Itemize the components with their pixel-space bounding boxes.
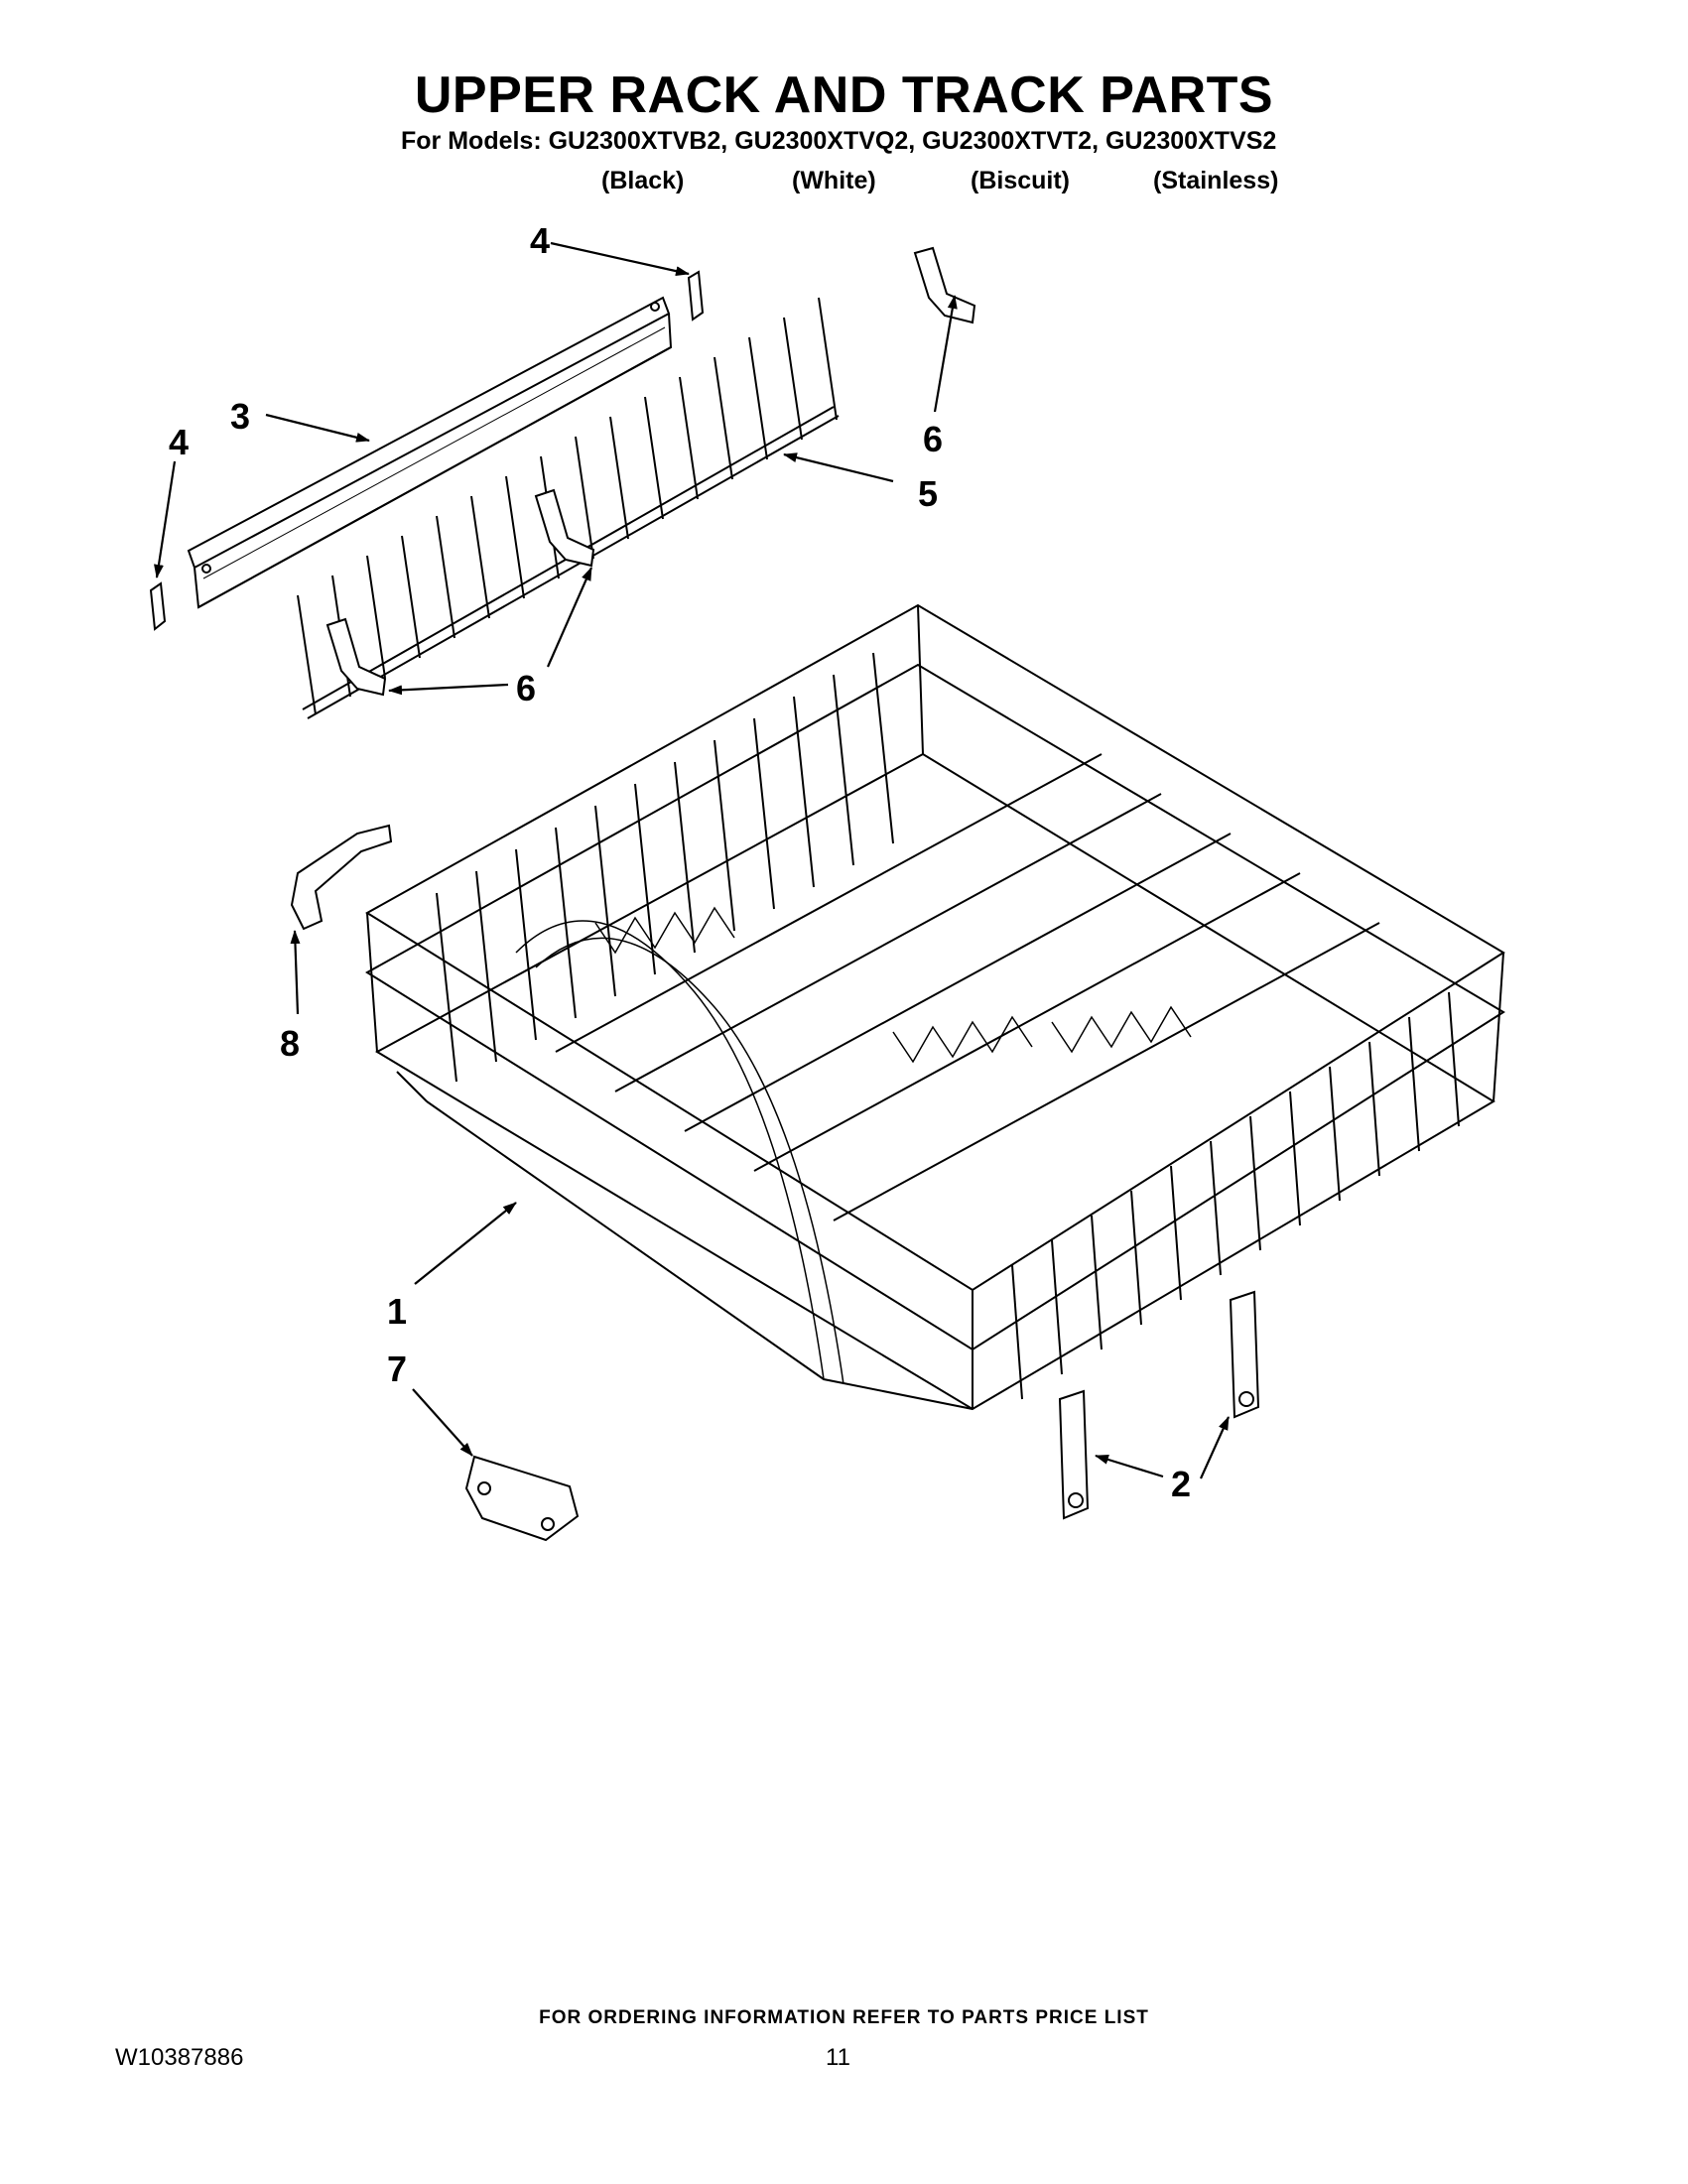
variant-black: (Black) bbox=[601, 167, 685, 194]
callout-2: 2 bbox=[1171, 1464, 1191, 1504]
callout-4-left: 4 bbox=[169, 422, 189, 462]
track-rail-part bbox=[187, 296, 673, 609]
ordering-note: FOR ORDERING INFORMATION REFER TO PARTS … bbox=[539, 2007, 1149, 2028]
tine-row-part bbox=[297, 297, 840, 719]
callout-4-top: 4 bbox=[530, 220, 550, 261]
callout-8: 8 bbox=[280, 1023, 300, 1064]
upper-rack-part bbox=[365, 603, 1505, 1411]
callout-5: 5 bbox=[918, 473, 938, 514]
variant-white: (White) bbox=[792, 167, 876, 194]
callout-6-top-right: 6 bbox=[923, 419, 943, 459]
document-number: W10387886 bbox=[115, 2044, 244, 2071]
end-cap-part bbox=[149, 270, 705, 631]
page-number: 11 bbox=[826, 2044, 850, 2071]
tine-clip-part bbox=[325, 246, 976, 697]
callout-3: 3 bbox=[230, 396, 250, 437]
model-list: For Models: GU2300XTVB2, GU2300XTVQ2, GU… bbox=[401, 127, 1277, 155]
page-title: UPPER RACK AND TRACK PARTS bbox=[414, 66, 1274, 124]
callout-7: 7 bbox=[387, 1349, 407, 1389]
callout-6-lower: 6 bbox=[516, 668, 536, 708]
adjuster-part bbox=[290, 824, 393, 931]
rack-stop-part bbox=[464, 1455, 580, 1542]
callout-1: 1 bbox=[387, 1291, 407, 1332]
variant-biscuit: (Biscuit) bbox=[971, 167, 1070, 194]
callout-leaders bbox=[154, 241, 1231, 1479]
rack-roller-part bbox=[1058, 1290, 1260, 1520]
variant-stainless: (Stainless) bbox=[1153, 167, 1279, 194]
